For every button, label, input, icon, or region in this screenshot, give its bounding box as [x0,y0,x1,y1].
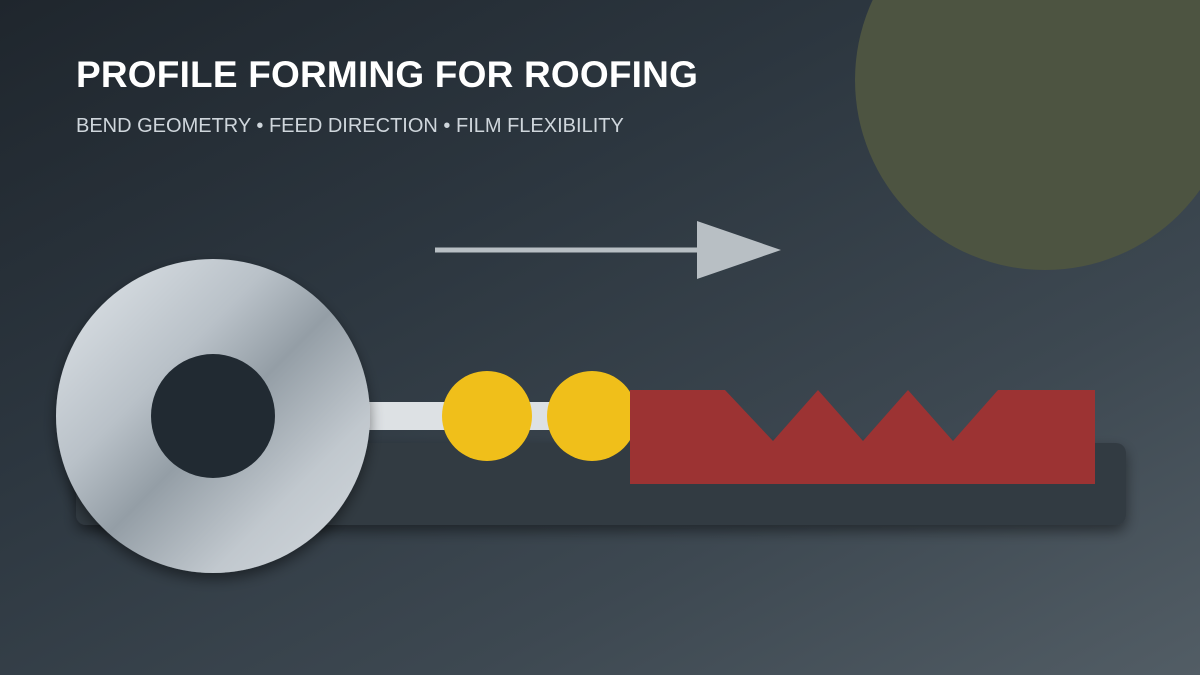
forming-roller-1 [442,371,532,461]
profiled-roof-panel [630,390,1095,484]
page-subtitle: BEND GEOMETRY • FEED DIRECTION • FILM FL… [76,115,624,137]
page-title: PROFILE FORMING FOR ROOFING [76,54,699,95]
forming-roller-2 [547,371,637,461]
steel-coil-icon [56,259,370,573]
arrow-head [697,221,781,279]
coil-core [151,354,275,478]
sun-disc [855,0,1200,270]
feed-direction-arrow-icon [435,221,781,279]
